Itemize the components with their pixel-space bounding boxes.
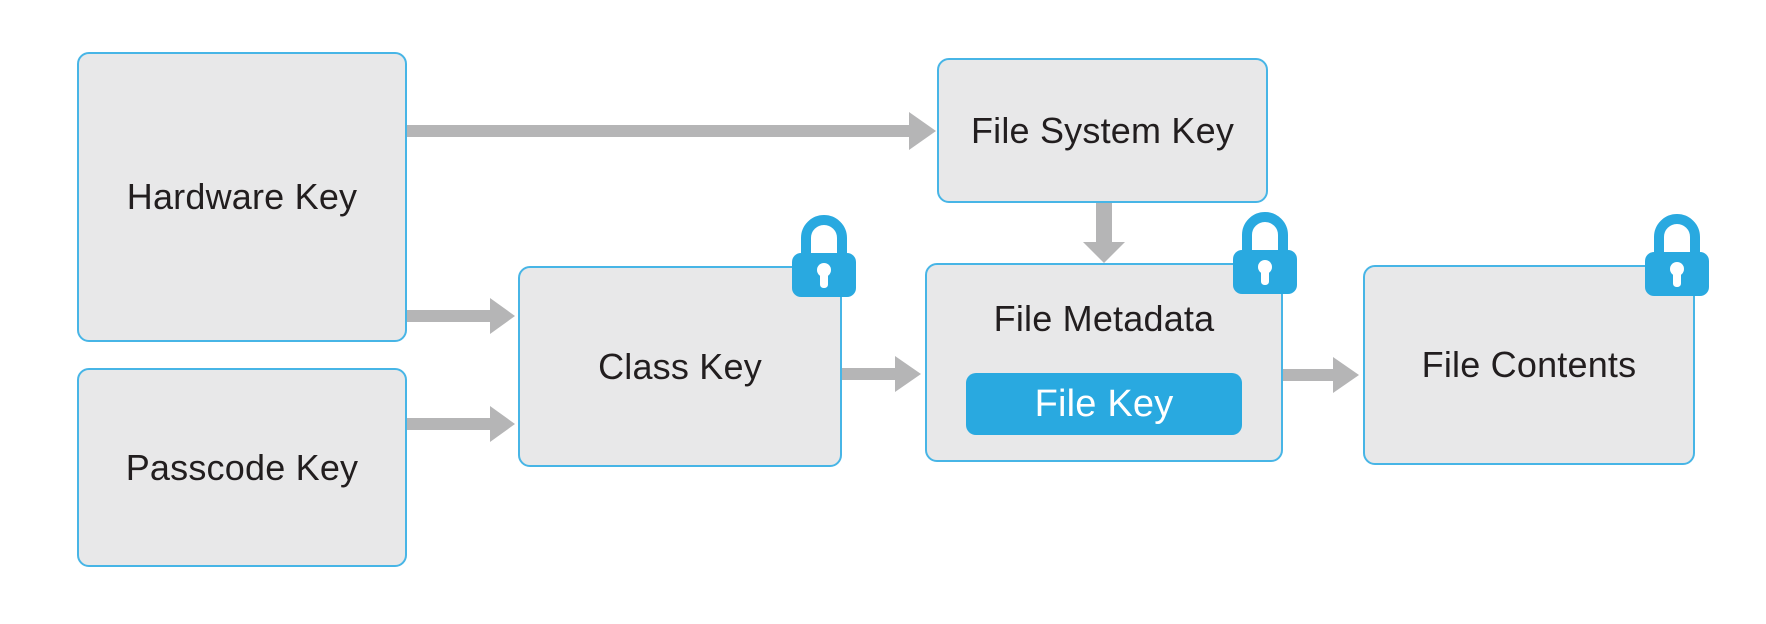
- node-label: Hardware Key: [126, 176, 358, 217]
- node-label-wrap: File Metadata: [927, 265, 1281, 373]
- lock-icon: [1233, 212, 1297, 294]
- arrow-passcode-to-classkey: [407, 406, 515, 442]
- node-passcode-key: Passcode Key: [77, 368, 407, 567]
- arrow-hardware-to-filesystem: [407, 112, 936, 150]
- node-label: Passcode Key: [125, 446, 359, 488]
- node-file-metadata: File Metadata File Key: [925, 212, 1297, 462]
- arrow-hardware-to-classkey: [407, 298, 515, 334]
- lock-icon: [792, 215, 856, 297]
- node-label: File Contents: [1421, 344, 1637, 385]
- node-hardware-key: Hardware Key: [77, 52, 407, 342]
- node-class-key: Class Key: [518, 215, 856, 467]
- arrow-classkey-to-metadata: [842, 356, 921, 392]
- lock-icon: [1645, 214, 1709, 296]
- file-key-badge: File Key: [966, 373, 1242, 435]
- node-label: File Metadata: [993, 298, 1215, 339]
- node-file-contents: File Contents: [1363, 214, 1709, 465]
- arrow-metadata-to-contents: [1283, 357, 1359, 393]
- file-key-label: File Key: [1034, 382, 1174, 425]
- arrow-filesystem-to-metadata: [1083, 203, 1125, 263]
- node-file-system-key: File System Key: [937, 58, 1268, 203]
- node-label: Class Key: [598, 345, 762, 387]
- node-label: File System Key: [970, 109, 1235, 151]
